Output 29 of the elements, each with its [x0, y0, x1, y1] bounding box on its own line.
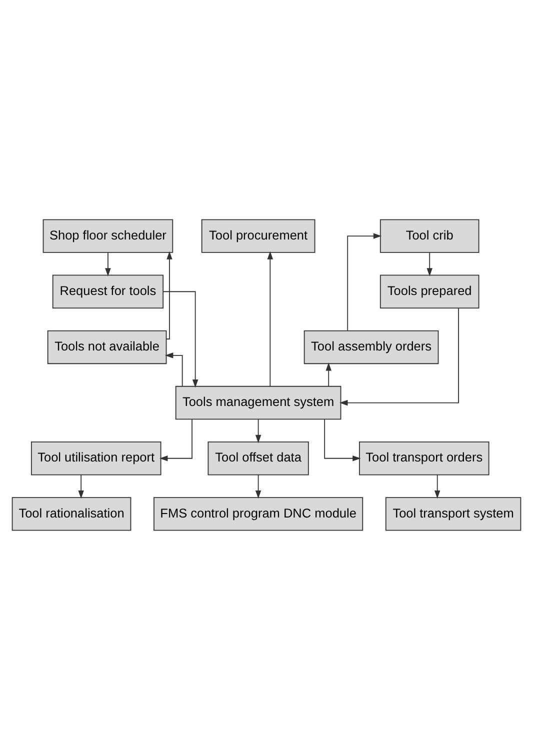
node-box: Tool utilisation report: [30, 442, 162, 476]
node-box: Tools management system: [175, 386, 342, 420]
node-box: Tool procurement: [201, 219, 316, 253]
arrow: [426, 252, 432, 276]
arrow: [162, 291, 198, 388]
arrow: [164, 352, 183, 387]
node-box: Shop floor scheduler: [42, 219, 174, 253]
arrow: [166, 251, 172, 340]
arrow: [78, 474, 84, 499]
node-box: Tool offset data: [208, 442, 309, 476]
arrow: [105, 252, 111, 276]
arrow: [340, 308, 459, 406]
node-box: Tool transport orders: [358, 442, 490, 476]
node-box: Tools not available: [47, 330, 167, 364]
node-box: Tool rationalisation: [12, 497, 132, 531]
node-box: Tool assembly orders: [304, 330, 439, 364]
arrow: [267, 251, 274, 387]
arrow: [160, 419, 192, 462]
arrow: [347, 233, 382, 332]
arrow: [324, 419, 361, 462]
arrow: [255, 474, 262, 499]
arrow: [255, 419, 262, 444]
node-box: Tools prepared: [380, 274, 480, 308]
arrow: [434, 474, 440, 499]
arrow: [326, 362, 332, 387]
node-box: Tool crib: [380, 219, 480, 253]
node-box: Tool transport system: [385, 497, 522, 531]
node-box: Request for tools: [52, 274, 164, 308]
node-box: FMS control program DNC module: [154, 497, 364, 531]
